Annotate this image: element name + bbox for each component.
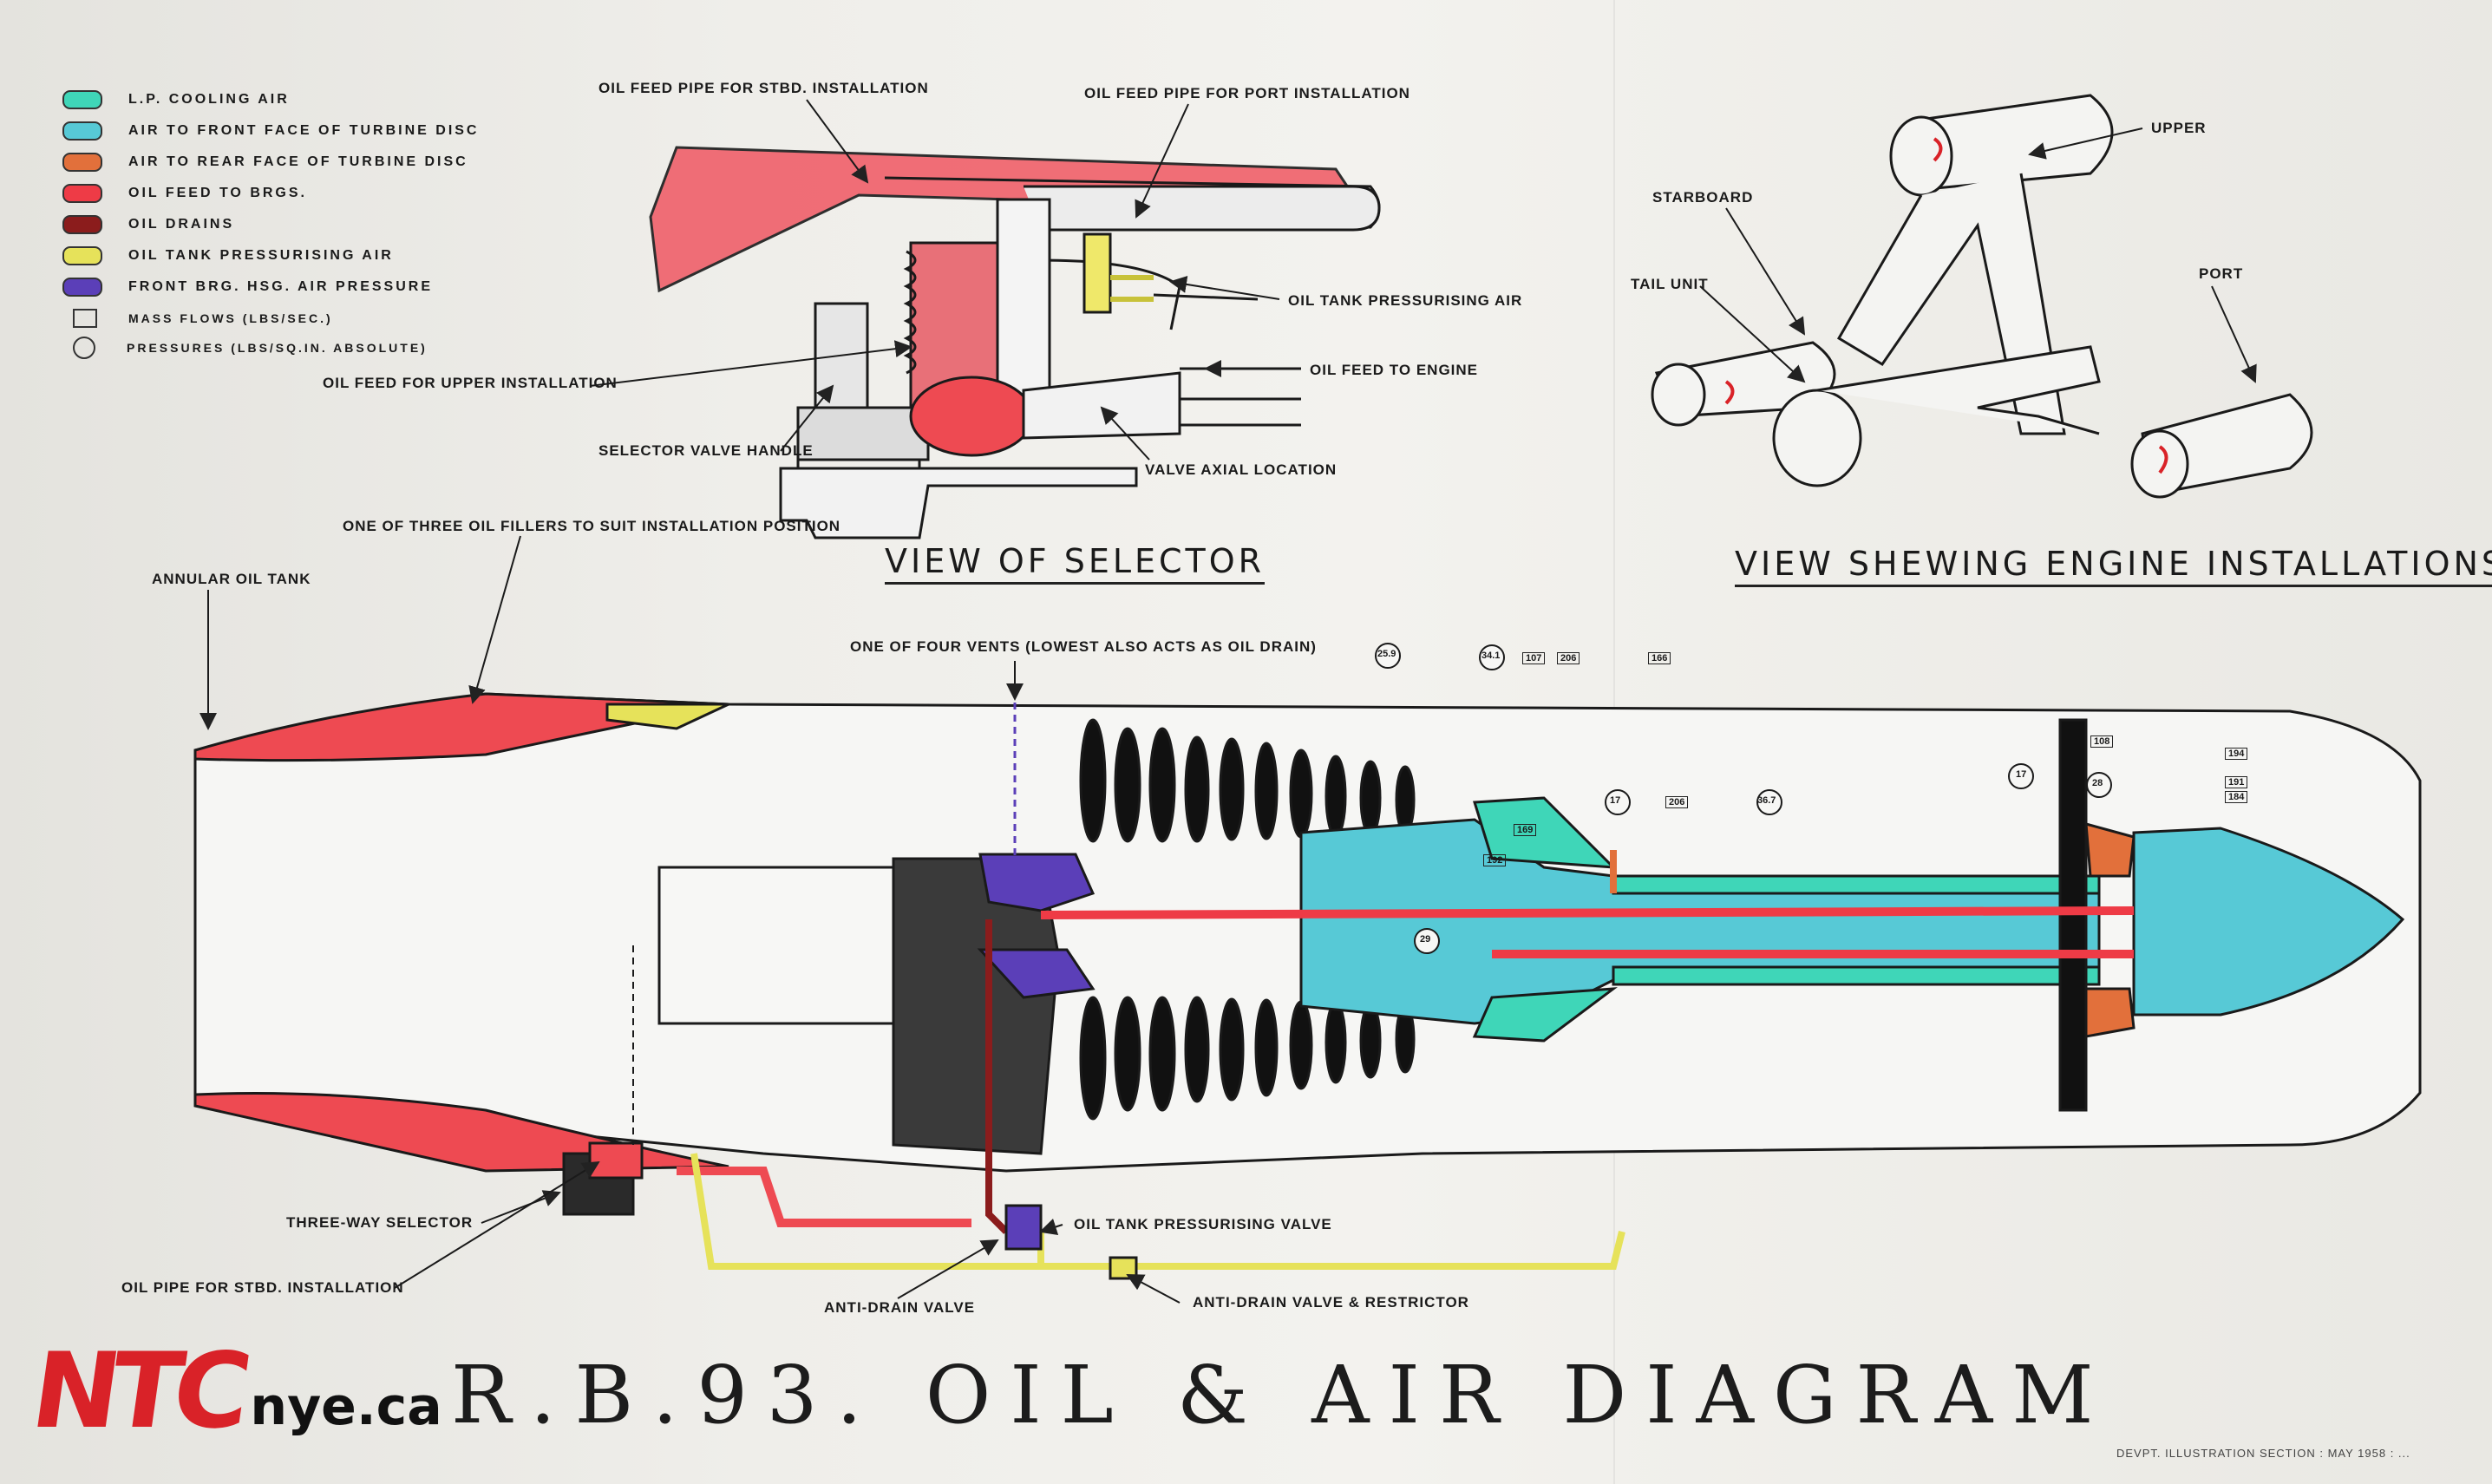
installations-drawing bbox=[1651, 94, 2313, 499]
label-anti-drain-restrictor: ANTI-DRAIN VALVE & RESTRICTOR bbox=[1193, 1294, 1469, 1311]
callout-value: 28 bbox=[2092, 778, 2103, 788]
engine-leaders bbox=[199, 535, 1181, 1304]
label-anti-drain-valve: ANTI-DRAIN VALVE bbox=[824, 1299, 976, 1316]
logo-mark: NTC bbox=[24, 1331, 251, 1452]
installations-leaders bbox=[1699, 127, 2257, 383]
callout-value: 34.1 bbox=[1481, 650, 1501, 661]
legend-item: L.P. COOLING AIR bbox=[62, 90, 290, 109]
diagram-title: R.B.93. OIL & AIR DIAGRAM bbox=[451, 1349, 2113, 1442]
label-starboard: STARBOARD bbox=[1652, 189, 1754, 206]
selector-view-drawing bbox=[649, 146, 1381, 539]
callout-value: 206 bbox=[1665, 796, 1689, 808]
label-upper: UPPER bbox=[2151, 120, 2207, 136]
legend-label: AIR TO REAR FACE OF TURBINE DISC bbox=[128, 154, 468, 169]
pressure-callouts bbox=[1375, 643, 2112, 954]
legend-item: FRONT BRG. HSG. AIR PRESSURE bbox=[62, 278, 433, 297]
label-valve-axial-location: VALVE AXIAL LOCATION bbox=[1145, 461, 1338, 478]
callout-value: 184 bbox=[2225, 791, 2248, 803]
engine-drawing bbox=[193, 692, 2422, 1280]
callout-value: 17 bbox=[1610, 795, 1621, 806]
legend-item: AIR TO REAR FACE OF TURBINE DISC bbox=[62, 153, 468, 172]
legend-swatch bbox=[62, 121, 102, 141]
label-upper-feed: OIL FEED FOR UPPER INSTALLATION bbox=[323, 375, 618, 391]
callout-value: 108 bbox=[2090, 735, 2114, 748]
legend-swatch bbox=[62, 215, 102, 234]
legend-item: PRESSURES (LBS/SQ.IN. ABSOLUTE) bbox=[62, 337, 428, 359]
ntc-logo: NTC nye.ca bbox=[24, 1331, 442, 1452]
label-three-way-selector: THREE-WAY SELECTOR bbox=[286, 1214, 474, 1231]
label-stbd-feed-pipe: OIL FEED PIPE FOR STBD. INSTALLATION bbox=[598, 80, 929, 96]
installation-markers bbox=[1724, 137, 2168, 474]
label-stbd-oil-pipe: OIL PIPE FOR STBD. INSTALLATION bbox=[121, 1279, 404, 1296]
legend-label: PRESSURES (LBS/SQ.IN. ABSOLUTE) bbox=[127, 341, 428, 355]
callout-value: 36.7 bbox=[1757, 795, 1776, 806]
mass-flow-box-icon bbox=[73, 309, 97, 328]
legend-swatch bbox=[62, 90, 102, 109]
callout-value: 206 bbox=[1557, 652, 1580, 664]
legend-label: FRONT BRG. HSG. AIR PRESSURE bbox=[128, 279, 433, 294]
selector-leaders bbox=[589, 99, 1301, 461]
label-vents: ONE OF FOUR VENTS (LOWEST ALSO ACTS AS O… bbox=[850, 638, 1317, 655]
callout-value: 166 bbox=[1648, 652, 1671, 664]
legend-swatch bbox=[62, 278, 102, 297]
legend-label: OIL FEED TO BRGS. bbox=[128, 186, 307, 200]
legend-swatch bbox=[62, 184, 102, 203]
legend-item: AIR TO FRONT FACE OF TURBINE DISC bbox=[62, 121, 479, 141]
pressure-circle-icon bbox=[73, 337, 95, 359]
legend-swatch bbox=[62, 246, 102, 265]
legend-label: OIL DRAINS bbox=[128, 217, 235, 232]
callout-value: 194 bbox=[2225, 748, 2248, 760]
label-oil-fillers: ONE OF THREE OIL FILLERS TO SUIT INSTALL… bbox=[343, 518, 841, 534]
callout-value: 17 bbox=[2016, 769, 2027, 780]
selector-view-title: VIEW OF SELECTOR bbox=[885, 542, 1266, 585]
label-selector-handle: SELECTOR VALVE HANDLE bbox=[598, 442, 814, 459]
callout-value: 107 bbox=[1522, 652, 1546, 664]
legend-item: OIL TANK PRESSURISING AIR bbox=[62, 246, 394, 265]
label-oil-feed-engine: OIL FEED TO ENGINE bbox=[1310, 362, 1479, 378]
label-port-feed-pipe: OIL FEED PIPE FOR PORT INSTALLATION bbox=[1084, 85, 1410, 101]
callout-value: 192 bbox=[1483, 854, 1507, 866]
legend-label: OIL TANK PRESSURISING AIR bbox=[128, 248, 394, 263]
label-pressurising-valve: OIL TANK PRESSURISING VALVE bbox=[1074, 1216, 1332, 1232]
legend-item: OIL FEED TO BRGS. bbox=[62, 184, 307, 203]
legend-label: MASS FLOWS (LBS/SEC.) bbox=[128, 311, 333, 325]
installations-view-title: VIEW SHEWING ENGINE INSTALLATIONS bbox=[1735, 545, 2492, 587]
legend-label: AIR TO FRONT FACE OF TURBINE DISC bbox=[128, 123, 480, 138]
callout-value: 29 bbox=[1420, 934, 1431, 945]
legend-item: OIL DRAINS bbox=[62, 215, 234, 234]
legend-swatch bbox=[62, 153, 102, 172]
label-tail-unit: TAIL UNIT bbox=[1631, 276, 1709, 292]
label-tank-pressurising-air: OIL TANK PRESSURISING AIR bbox=[1288, 292, 1523, 309]
logo-site: nye.ca bbox=[250, 1376, 442, 1437]
illustration-credit: DEVPT. ILLUSTRATION SECTION : MAY 1958 :… bbox=[2116, 1447, 2410, 1460]
legend-label: L.P. COOLING AIR bbox=[128, 92, 290, 107]
label-port: PORT bbox=[2199, 265, 2244, 282]
label-annular-oil-tank: ANNULAR OIL TANK bbox=[152, 571, 311, 587]
callout-value: 25.9 bbox=[1377, 649, 1396, 659]
legend-item: MASS FLOWS (LBS/SEC.) bbox=[62, 309, 333, 328]
callout-value: 191 bbox=[2225, 776, 2248, 788]
callout-value: 169 bbox=[1514, 824, 1537, 836]
